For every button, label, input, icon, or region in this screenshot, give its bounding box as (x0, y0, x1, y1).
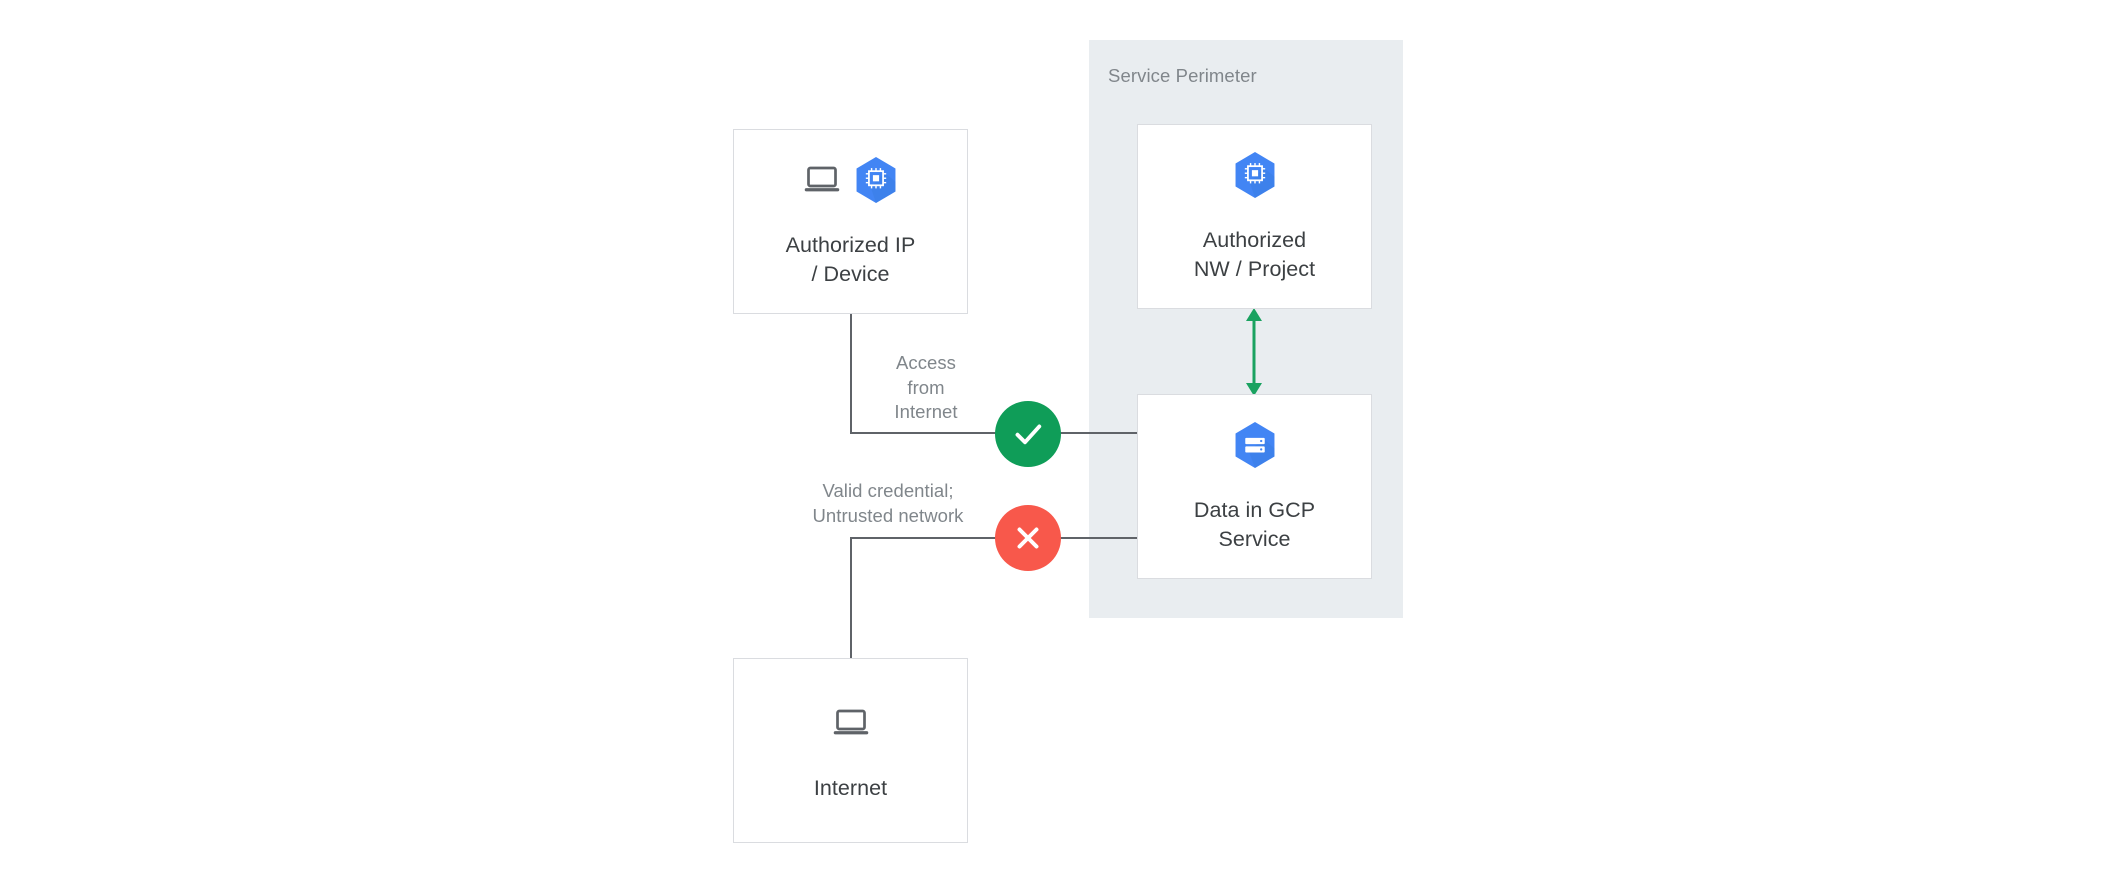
double-arrow-icon (1246, 308, 1262, 396)
node-authorized-nw-project[interactable]: Authorized NW / Project (1137, 124, 1372, 309)
check-icon (1015, 424, 1042, 445)
node-icon-row (1232, 420, 1278, 470)
gcp-storage-hexagon-icon (1235, 421, 1274, 468)
connector-denied-right (1028, 537, 1138, 539)
node-icon-row (832, 698, 870, 748)
node-icon-row (1232, 150, 1278, 200)
gcp-compute-hexagon-icon (856, 156, 895, 203)
connector-internet-vertical (850, 537, 852, 659)
node-icon-row (803, 155, 899, 205)
status-badge-allowed[interactable] (995, 401, 1061, 467)
service-perimeter-label: Service Perimeter (1108, 65, 1257, 86)
connector-denied-left (850, 537, 1030, 539)
node-authorized-ip-device[interactable]: Authorized IP / Device (733, 129, 968, 314)
node-label: Authorized IP / Device (785, 232, 916, 286)
close-icon (1017, 527, 1039, 549)
connector-allowed-left (850, 432, 1030, 434)
gcp-compute-hexagon-icon (1235, 151, 1274, 198)
connector-authorized-ip-vertical (850, 314, 852, 434)
laptop-icon (804, 166, 839, 191)
connector-allowed-right (1028, 432, 1138, 434)
edge-label-denied-access: Valid credential; Untrusted network (812, 480, 964, 526)
node-label: Authorized NW / Project (1193, 227, 1316, 281)
node-label: Data in GCP Service (1193, 497, 1316, 551)
edge-label-allowed-access: Access from Internet (894, 352, 958, 422)
laptop-icon (833, 709, 868, 735)
status-badge-denied[interactable] (995, 505, 1061, 571)
node-internet[interactable]: Internet (733, 658, 968, 843)
node-label: Internet (813, 776, 888, 800)
node-data-in-gcp-service[interactable]: Data in GCP Service (1137, 394, 1372, 579)
